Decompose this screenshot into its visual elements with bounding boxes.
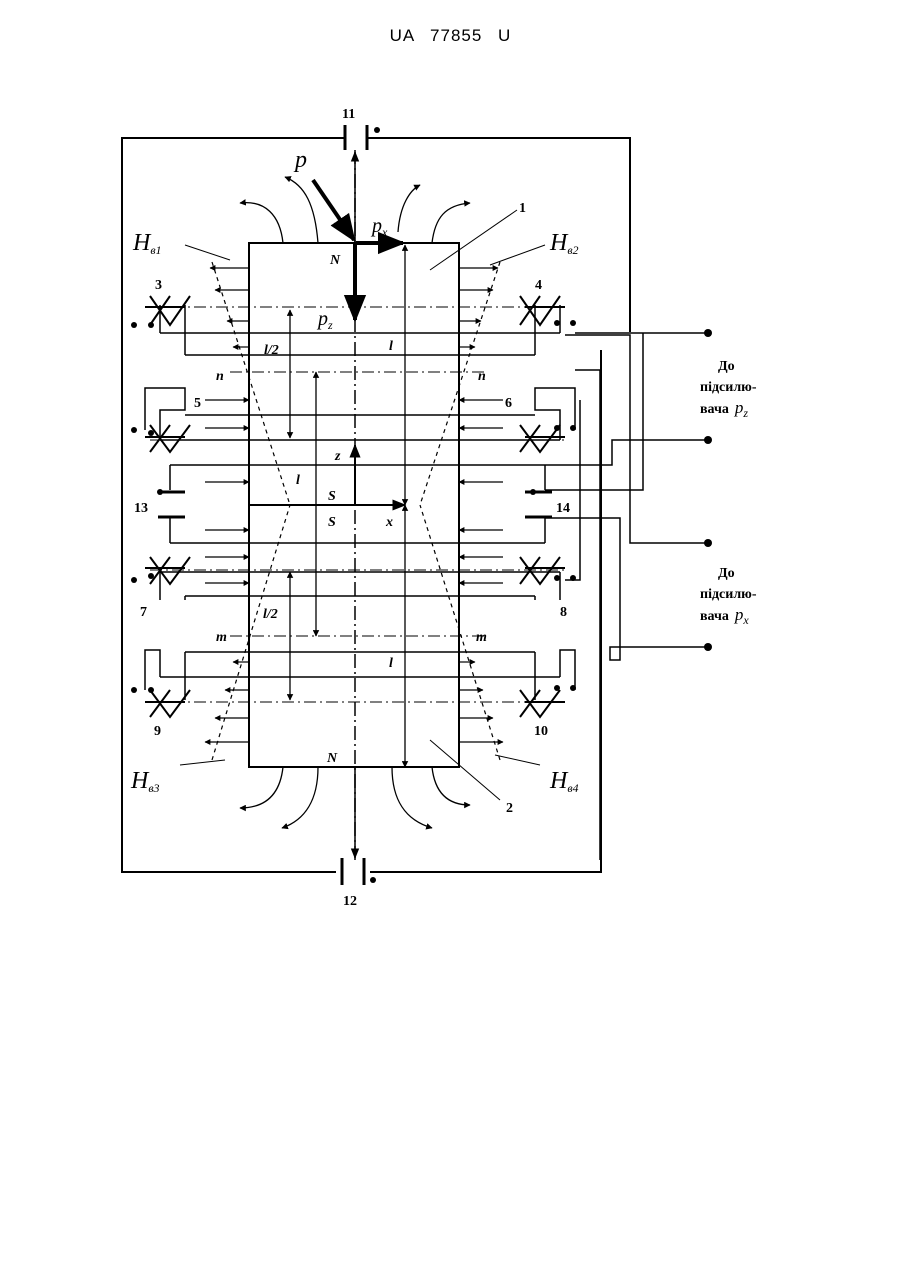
capacitor-11: [338, 125, 374, 150]
capacitor-13: [158, 492, 185, 517]
coil-9: [145, 690, 190, 717]
label-11: 11: [342, 107, 355, 122]
svg-text:До: До: [718, 359, 735, 374]
dim-l-half-top: l/2: [264, 343, 279, 358]
dim-l-half-bottom: l/2: [263, 607, 278, 622]
label-6: 6: [505, 396, 512, 411]
pole-s-lower: S: [328, 515, 336, 530]
capacitor-14: [525, 492, 552, 517]
force-pz-label: pz: [316, 308, 333, 332]
pole-n-bottom: N: [326, 751, 338, 766]
label-3: 3: [155, 278, 162, 293]
field-hb1-label: Hв1: [132, 230, 162, 257]
label-4: 4: [535, 278, 542, 293]
axis-x-label: x: [385, 515, 393, 530]
label-10: 10: [534, 724, 548, 739]
force-p-label: p: [293, 147, 307, 173]
force-px-label: px: [370, 215, 388, 239]
coil-10: [520, 690, 565, 717]
coil-symbols: [145, 296, 565, 717]
label-1: 1: [519, 201, 526, 216]
field-hb4-label: Hв4: [549, 768, 579, 795]
label-5: 5: [194, 396, 201, 411]
terminal-dots: [704, 329, 712, 651]
coil-5: [145, 425, 190, 452]
label-12: 12: [343, 894, 357, 909]
label-2: 2: [506, 801, 513, 816]
amplifier-pz-note: До підсилю- вачаpz: [700, 359, 757, 420]
label-9: 9: [154, 724, 161, 739]
field-boundaries: [212, 262, 500, 760]
dim-l-middle: l: [296, 473, 300, 488]
line-n-right: n: [478, 369, 486, 384]
conductor-lines: [145, 305, 575, 700]
part-numbers: 11 1 3 4 5 6 13 14 7 8 9 10 2 12: [134, 107, 570, 909]
capacitor-12: [342, 858, 364, 885]
label-7: 7: [140, 605, 147, 620]
axis-z-label: z: [334, 449, 341, 464]
label-13: 13: [134, 501, 148, 516]
pole-s-upper: S: [328, 489, 336, 504]
force-arrows: [313, 180, 403, 320]
line-m-left: m: [216, 630, 227, 645]
svg-text:вачаpz: вачаpz: [700, 398, 748, 420]
field-hb2-label: Hв2: [549, 230, 579, 257]
amplifier-px-note: До підсилю- вачаpx: [700, 566, 757, 627]
dim-l-top: l: [389, 339, 393, 354]
pole-n-top: N: [329, 253, 341, 268]
line-n-left: n: [216, 369, 224, 384]
label-14: 14: [556, 501, 570, 516]
svg-text:вачаpx: вачаpx: [700, 605, 749, 627]
label-8: 8: [560, 605, 567, 620]
svg-text:підсилю-: підсилю-: [700, 380, 757, 395]
dim-l-bottom: l: [389, 656, 393, 671]
coil-3: [145, 296, 190, 325]
field-hb3-label: Hв3: [130, 768, 160, 795]
svg-text:підсилю-: підсилю-: [700, 587, 757, 602]
svg-text:До: До: [718, 566, 735, 581]
line-m-right: m: [476, 630, 487, 645]
